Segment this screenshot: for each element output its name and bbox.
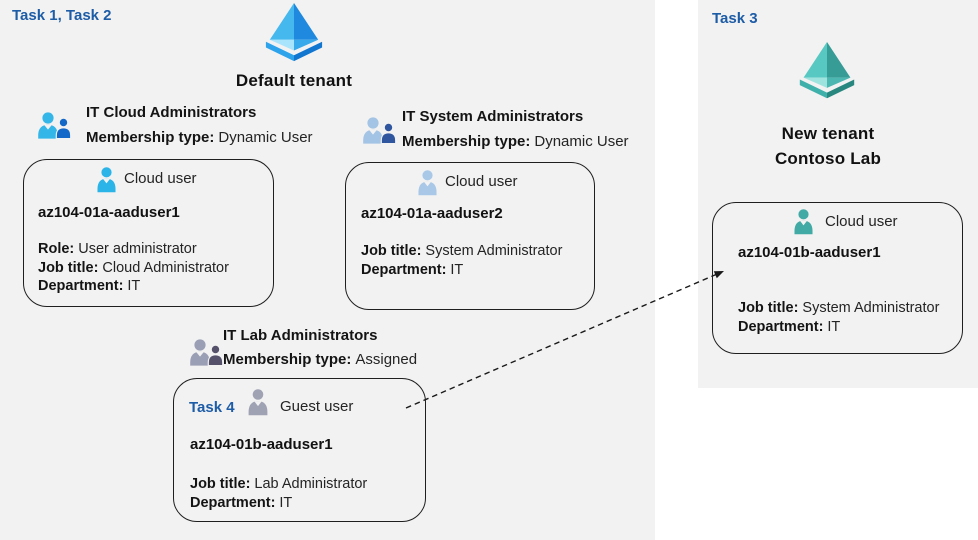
membership-type-label: Membership type:: [402, 133, 531, 150]
task-1-2-label: Task 1, Task 2: [12, 7, 112, 24]
default-tenant-icon: [262, 2, 326, 64]
attribute-label: Job title:: [738, 300, 799, 316]
attribute-row: Department:IT: [38, 277, 229, 296]
cloud-user-icon: [95, 166, 118, 193]
membership-type-value: Dynamic User: [218, 129, 313, 146]
attribute-value: Lab Administrator: [254, 476, 368, 492]
task-4-label: Task 4: [189, 399, 235, 416]
new-tenant-user-card: Cloud user az104-01b-aaduser1 Job title:…: [712, 202, 963, 354]
group-users-icon: [188, 338, 224, 367]
group-membership-it-cloud-admins: Membership type:Dynamic User: [86, 129, 313, 146]
card-user-type: Cloud user: [445, 173, 518, 190]
default-tenant-title: Default tenant: [235, 71, 353, 90]
attribute-value: User administrator: [78, 241, 197, 257]
attribute-label: Job title:: [190, 476, 251, 492]
card-attributes: Job title:System Administrator Departmen…: [361, 242, 562, 279]
attribute-value: IT: [827, 318, 841, 335]
group-title-it-cloud-admins: IT Cloud Administrators: [86, 104, 257, 121]
attribute-value: IT: [127, 278, 141, 294]
card-attributes: Job title:Lab Administrator Department:I…: [190, 475, 367, 512]
attribute-value: IT: [279, 494, 293, 511]
new-tenant-icon: [795, 41, 859, 101]
attribute-row: Department:IT: [190, 494, 367, 513]
card-user-type: Cloud user: [825, 213, 898, 230]
cloud-user-icon: [416, 169, 439, 196]
task-3-label: Task 3: [712, 10, 758, 27]
user-card-aaduser2: Cloud user az104-01a-aaduser2 Job title:…: [345, 162, 595, 310]
guest-user-icon: [246, 387, 270, 417]
attribute-label: Department:: [38, 278, 124, 294]
group-title-it-lab-admins: IT Lab Administrators: [223, 327, 378, 344]
attribute-row: Department:IT: [361, 261, 562, 280]
attribute-value: IT: [450, 261, 464, 278]
group-users-icon: [36, 111, 72, 140]
new-tenant-title-line1: New tenant: [781, 124, 875, 143]
attribute-row: Job title:Cloud Administrator: [38, 259, 229, 278]
card-user-type: Guest user: [280, 398, 354, 415]
card-user-name: az104-01b-aaduser1: [738, 244, 881, 261]
membership-type-label: Membership type:: [223, 351, 352, 368]
attribute-row: Job title:Lab Administrator: [190, 475, 367, 494]
group-membership-it-system-admins: Membership type:Dynamic User: [402, 133, 629, 150]
membership-type-label: Membership type:: [86, 129, 215, 146]
attribute-value: Cloud Administrator: [102, 259, 229, 276]
attribute-label: Role:: [38, 241, 75, 257]
card-user-type: Cloud user: [124, 170, 197, 187]
card-user-name: az104-01a-aaduser2: [361, 205, 503, 222]
attribute-row: Department:IT: [738, 318, 939, 337]
cloud-user-icon: [792, 208, 815, 235]
group-membership-it-lab-admins: Membership type:Assigned: [223, 351, 417, 368]
attribute-row: Role:User administrator: [38, 240, 229, 259]
card-user-name: az104-01b-aaduser1: [190, 436, 333, 453]
card-user-name: az104-01a-aaduser1: [38, 204, 180, 221]
group-title-it-system-admins: IT System Administrators: [402, 108, 584, 125]
group-users-icon: [361, 116, 397, 145]
attribute-value: System Administrator: [802, 300, 940, 316]
attribute-row: Job title:System Administrator: [738, 299, 939, 318]
attribute-label: Department:: [190, 494, 276, 511]
default-tenant-region: [0, 0, 655, 540]
attribute-label: Job title:: [361, 243, 422, 259]
attribute-value: System Administrator: [425, 243, 563, 259]
membership-type-value: Dynamic User: [534, 133, 629, 150]
attribute-label: Department:: [361, 261, 447, 278]
guest-user-card-aaduser1: Task 4 Guest user az104-01b-aaduser1 Job…: [173, 378, 426, 522]
attribute-label: Job title:: [38, 259, 99, 276]
new-tenant-title-line2: Contoso Lab: [774, 149, 882, 168]
membership-type-value: Assigned: [355, 351, 418, 368]
attribute-label: Department:: [738, 318, 824, 335]
card-attributes: Job title:System Administrator Departmen…: [738, 299, 939, 336]
card-attributes: Role:User administrator Job title:Cloud …: [38, 240, 229, 296]
attribute-row: Job title:System Administrator: [361, 242, 562, 261]
user-card-aaduser1: Cloud user az104-01a-aaduser1 Role:User …: [23, 159, 274, 307]
